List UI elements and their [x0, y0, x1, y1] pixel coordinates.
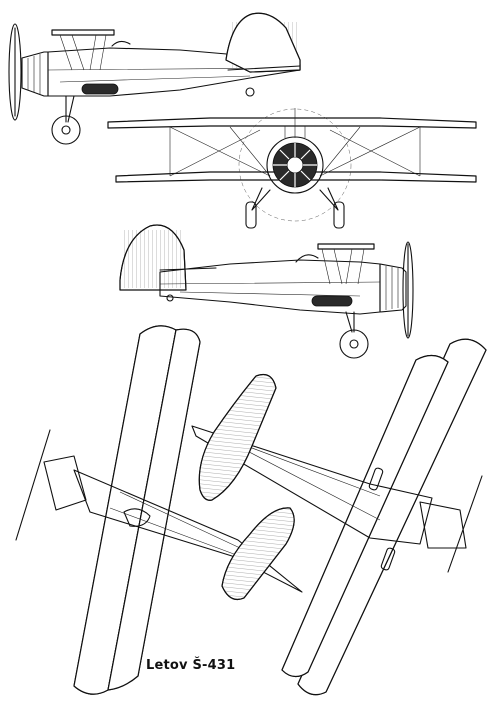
- engine-cowling-2: [379, 263, 407, 313]
- engine-cowling: [21, 51, 49, 97]
- cockpit-windscreen: [111, 40, 131, 47]
- exhaust: [81, 83, 119, 95]
- plan-wheel-2b: [380, 547, 396, 571]
- cockpit-windscreen-2: [295, 254, 319, 263]
- plan-view-right: [191, 338, 487, 696]
- drawing-caption: Letov Š-431: [146, 658, 236, 673]
- main-wheel-2: [339, 329, 369, 359]
- plan-propeller-2: [447, 475, 483, 573]
- tail-wheel-2: [166, 294, 174, 302]
- upper-wing-2: [317, 243, 375, 250]
- tail-wheel: [245, 87, 255, 97]
- plan-engine-2: [419, 501, 467, 549]
- exhaust-2: [311, 295, 353, 307]
- plan-propeller-1: [15, 429, 51, 541]
- propeller-2: [402, 241, 414, 339]
- front-landing-gear: [251, 187, 339, 211]
- front-wheel-right: [333, 201, 345, 229]
- front-view: [107, 108, 477, 229]
- plan-fuselage-1: [73, 469, 303, 593]
- plan-wheel-2a: [368, 467, 384, 491]
- upper-wing: [51, 29, 115, 36]
- plan-view-left: [15, 325, 303, 695]
- front-wheel-left: [245, 201, 257, 229]
- plan-engine-1: [43, 455, 87, 511]
- plan-cockpit-1: [123, 508, 151, 527]
- side-view-right: [119, 224, 414, 359]
- landing-gear-strut: [65, 95, 75, 123]
- side-view-left: [8, 12, 301, 145]
- front-upper-wing: [107, 117, 477, 129]
- landing-gear-strut-2: [345, 311, 355, 333]
- propeller-arc: [238, 108, 352, 222]
- main-wheel: [51, 115, 81, 145]
- propeller: [8, 23, 22, 121]
